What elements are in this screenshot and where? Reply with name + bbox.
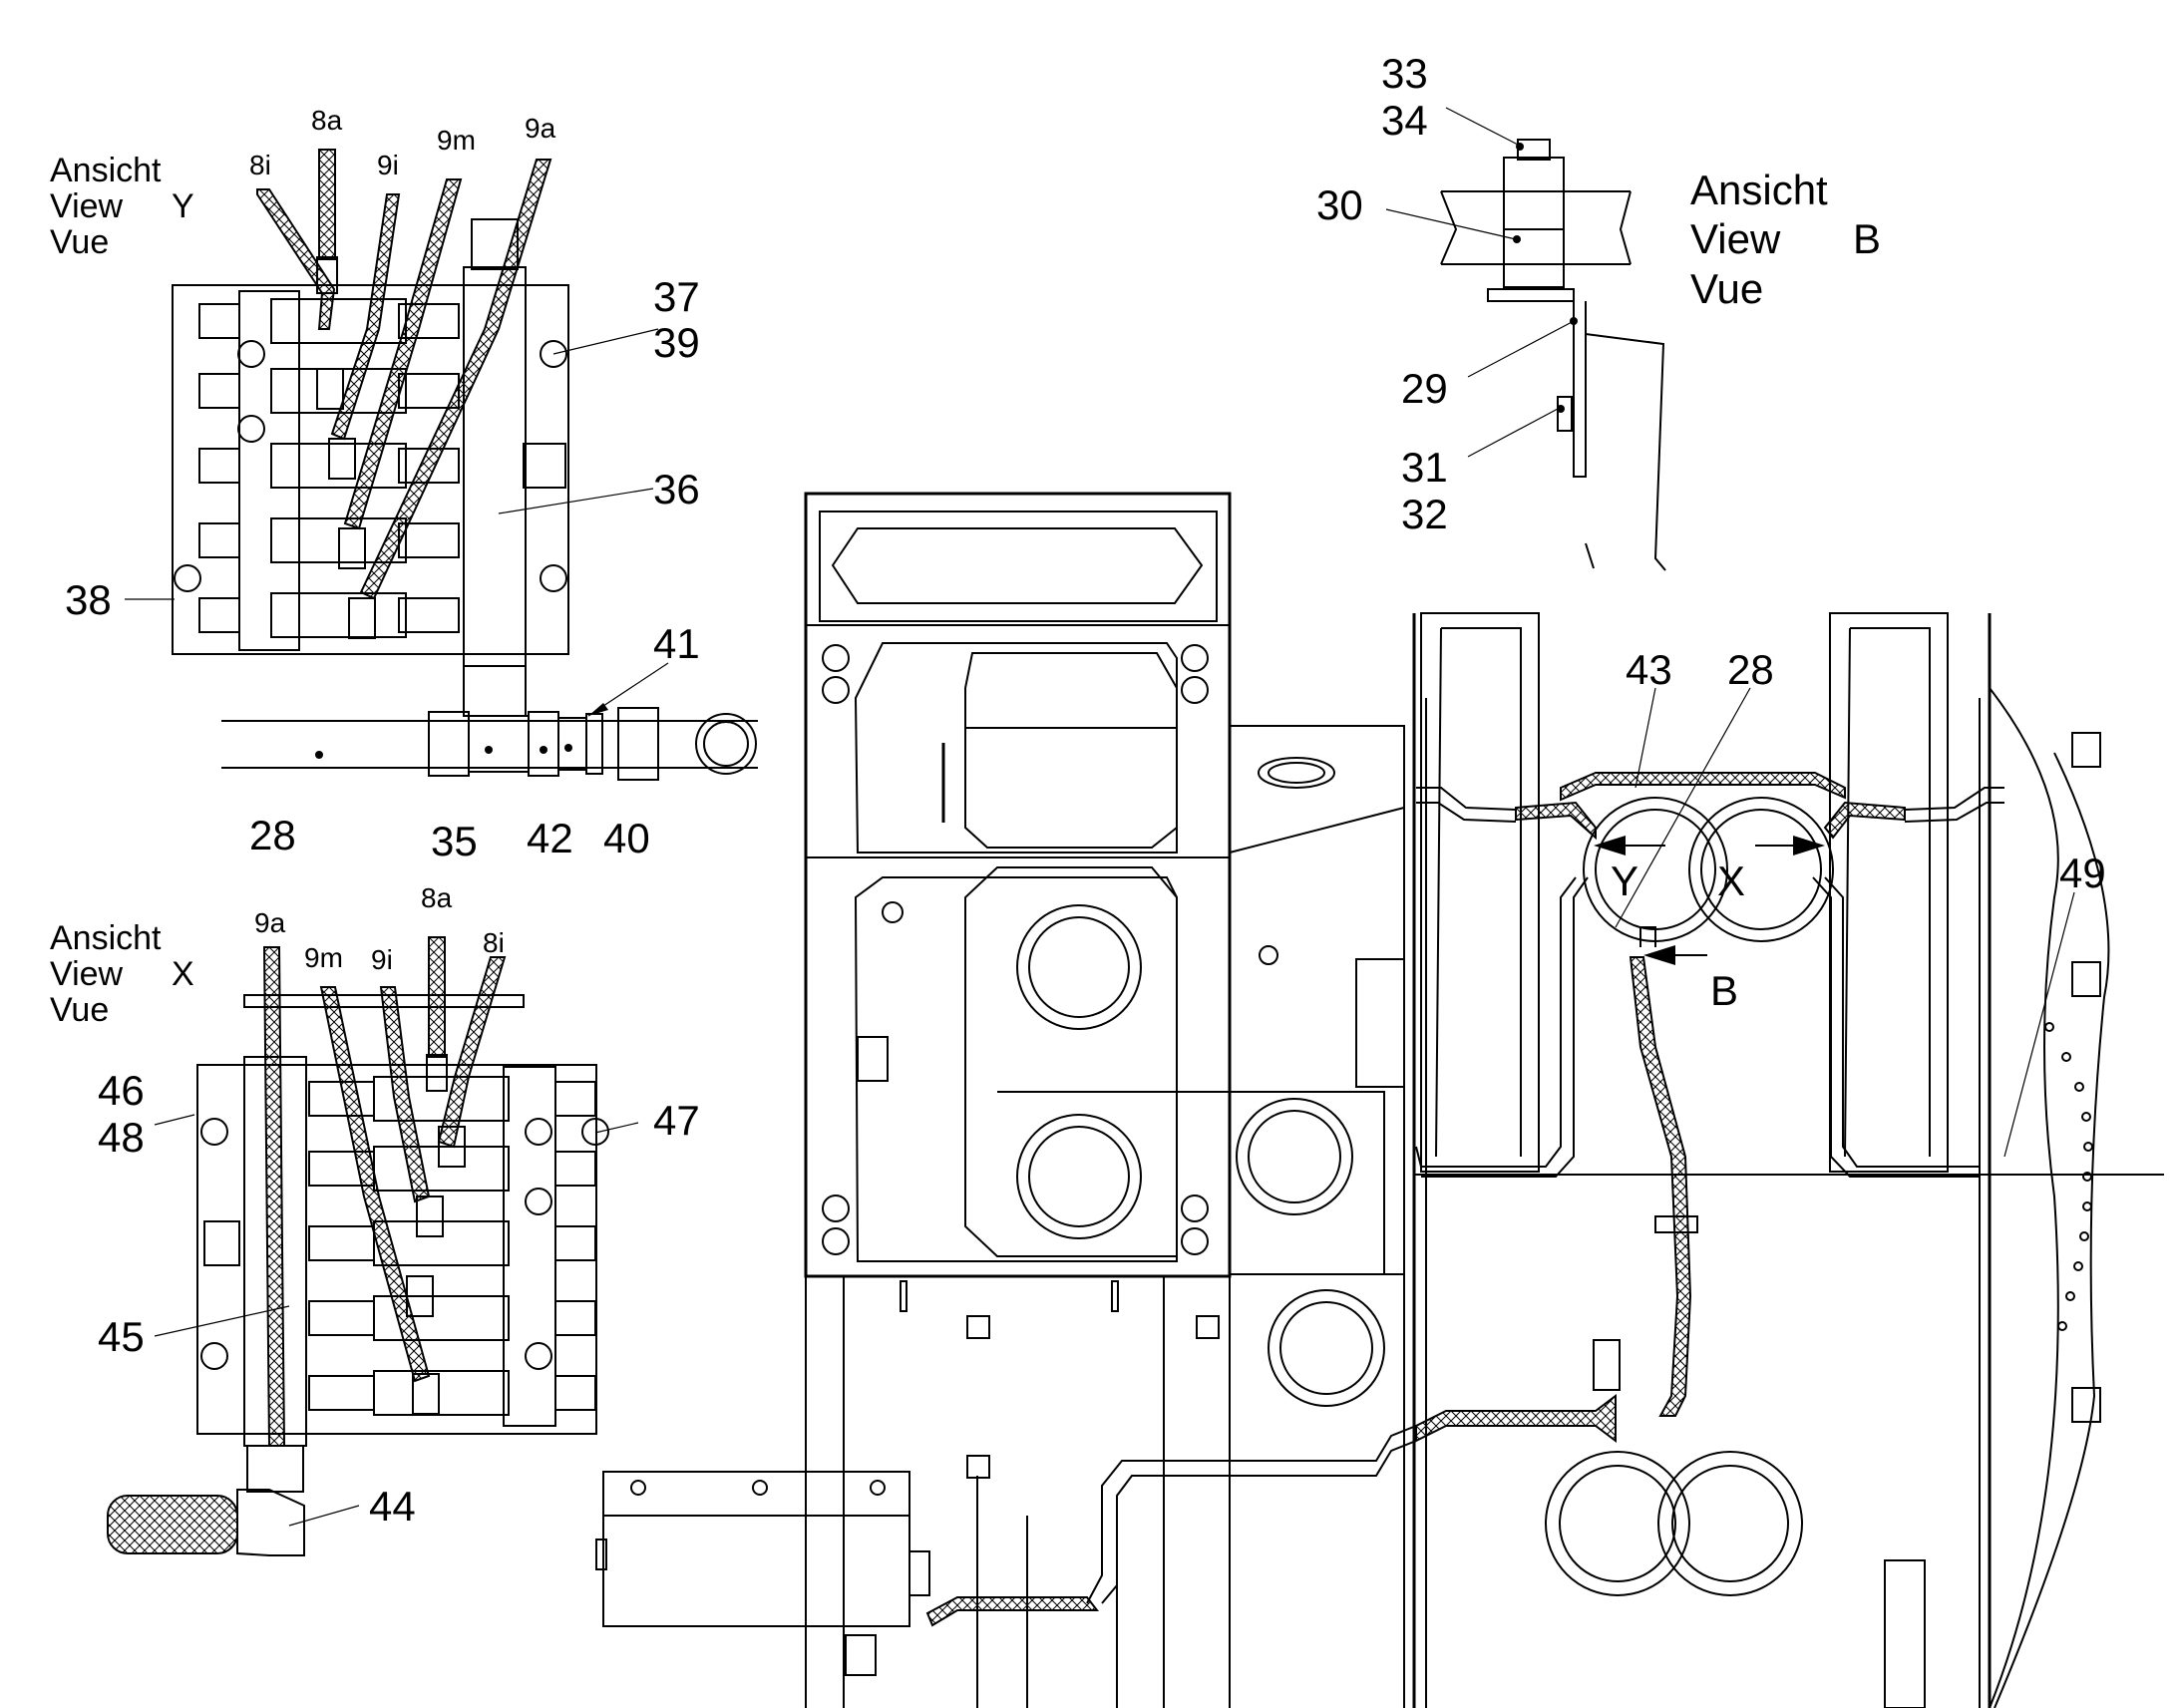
callout-47: 47 [653,1097,700,1144]
callout-45: 45 [98,1313,145,1360]
callout-30: 30 [1316,181,1363,228]
arrow-y [1594,836,1626,855]
callout-36: 36 [653,466,700,512]
view-x-ansicht: Ansicht [50,919,162,957]
view-x-letter: X [172,955,194,993]
supply-pipe-28 [221,665,758,781]
callout-35: 35 [431,818,478,864]
hoses-view-y [256,149,552,639]
cylinder-left [1420,612,1540,1173]
view-x-detail: Ansicht View X Vue [50,882,700,1556]
port-circle-4 [1268,1289,1385,1407]
marker-x: X [1717,857,1745,904]
marker-y: Y [1611,857,1638,904]
top-hatch [831,527,1204,604]
hose-label-x-8i: 8i [483,927,505,958]
view-y-ansicht: Ansicht [50,152,162,189]
filter-unit [602,1471,910,1627]
drum-lower-right [1657,1451,1803,1596]
view-b-view: View [1690,215,1781,262]
hose-label-8i: 8i [249,150,271,180]
hose-label-x-9i: 9i [371,944,393,975]
arrow-x [1793,836,1825,855]
hose-label-8a: 8a [311,105,343,136]
view-b-letter: B [1853,215,1881,262]
view-y-view: View [50,187,124,225]
callout-28-detail: 28 [249,812,296,858]
view-b-detail: Ansicht View B Vue 33 34 30 29 31 32 [1316,50,1881,571]
callout-32: 32 [1401,491,1448,537]
main-supply-hose [1629,956,1692,1417]
callout-39: 39 [653,319,700,366]
hose-label-x-9a: 9a [254,907,286,938]
callout-33: 33 [1381,50,1428,97]
drum-x [1688,797,1834,942]
view-b-vue: Vue [1690,265,1763,312]
view-x-view: View [50,955,124,993]
main-assembly: Y X B 43 28 49 [595,492,2164,1708]
hose-label-x-8a: 8a [421,882,453,913]
drum-y [1583,797,1728,942]
callout-28-main: 28 [1727,646,1774,693]
sensor-housing [1503,157,1565,288]
tank-upper [964,652,1178,849]
view-y-detail: Ansicht View Y Vue [50,105,758,864]
callout-41: 41 [653,620,700,667]
callout-40: 40 [603,815,650,861]
hose-label-x-9m: 9m [304,942,343,973]
frame-section [1585,333,1666,571]
hose-label-9i: 9i [377,150,399,180]
callout-43: 43 [1626,646,1672,693]
view-b-ansicht: Ansicht [1690,167,1828,213]
distributor-plate-y [172,284,569,655]
callout-42: 42 [527,815,573,861]
view-y-letter: Y [172,187,194,225]
callout-49: 49 [2059,850,2106,896]
leaders-view-y [125,328,669,717]
mounting-beam [1440,190,1632,265]
callout-31: 31 [1401,444,1448,491]
callout-44: 44 [369,1483,416,1530]
view-x-vue: Vue [50,991,109,1029]
callout-29: 29 [1401,365,1448,412]
leaders-view-b [1385,107,1575,458]
hose-label-9a: 9a [525,113,556,144]
port-circle-1 [1016,904,1142,1030]
drum-lower-left [1545,1451,1690,1596]
frame-bolt-row [2044,1022,2093,1331]
callout-46: 46 [98,1067,145,1114]
hose-label-9m: 9m [437,125,476,156]
elbow-fitting-44 [107,1445,305,1556]
port-circle-3 [1236,1098,1353,1215]
mounting-rings [822,644,1209,1255]
frame-curve [1989,687,2059,1708]
callout-34: 34 [1381,97,1428,144]
bracket-29 [1487,288,1575,302]
hoses-view-x [262,936,507,1447]
arrow-b [1643,945,1675,965]
callout-38: 38 [65,576,112,623]
callout-37: 37 [653,273,700,320]
port-circle-2 [1016,1114,1142,1239]
leaders-view-x [154,1114,639,1527]
hose-43 [1560,772,1846,802]
marker-b: B [1710,967,1738,1014]
view-y-vue: Vue [50,223,109,261]
callout-48: 48 [98,1114,145,1161]
